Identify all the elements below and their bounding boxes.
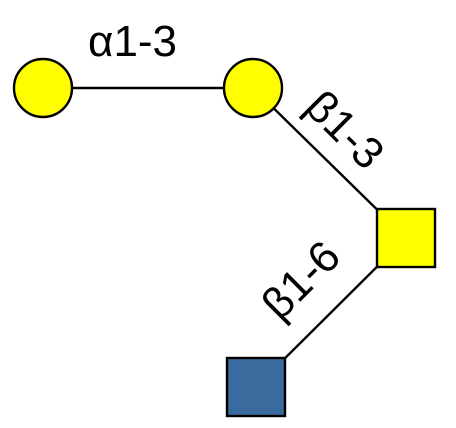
link-beta1-3-label: β1-3 [296,81,394,179]
galnac-square-yellow [375,207,437,269]
galactose-circle-right [222,57,284,119]
link-alpha1-3-label: α1-3 [88,17,177,66]
galactose-circle-left [12,57,74,119]
link-beta1-6-label: β1-6 [252,232,350,330]
glcnac-square-blue [225,356,287,418]
